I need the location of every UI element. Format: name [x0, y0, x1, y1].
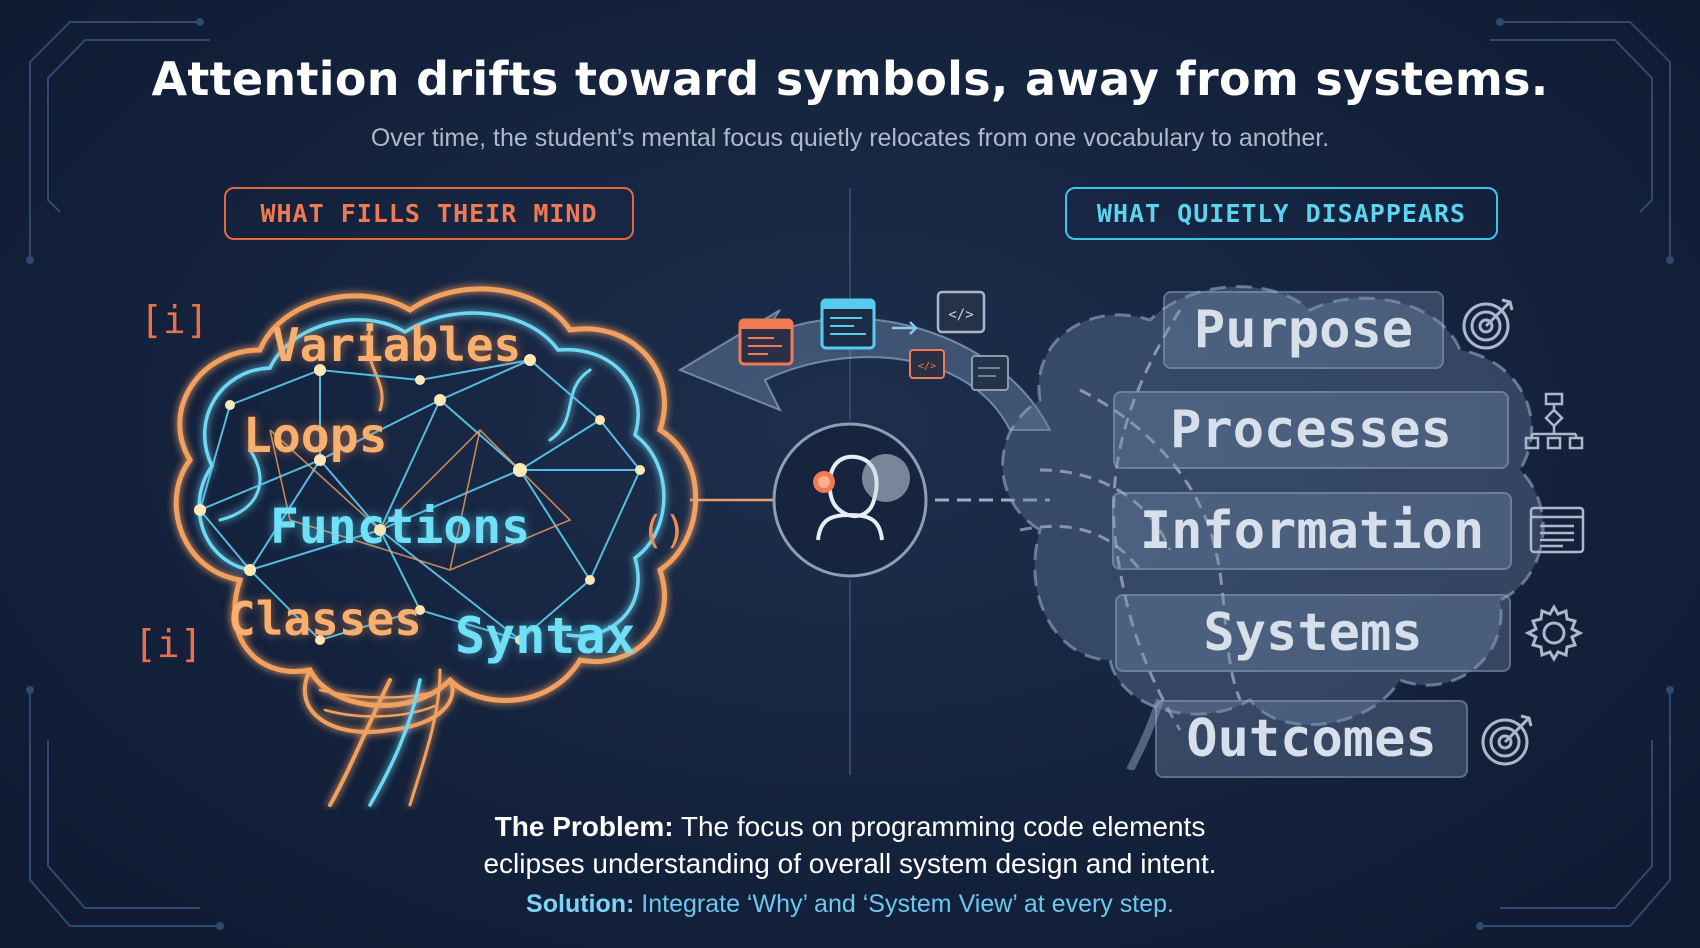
- concept-box-outcomes: Outcomes: [1155, 700, 1468, 778]
- left-word-classes: Classes: [228, 592, 422, 646]
- code-window-icon: [820, 298, 876, 350]
- solution-statement: Solution: Integrate ‘Why’ and ‘System Vi…: [0, 890, 1700, 919]
- left-word-loops: Loops: [243, 408, 388, 464]
- drift-arrow-illustration: </> </>: [677, 290, 1052, 431]
- code-tag-icon: </>: [909, 349, 945, 379]
- arrow-right-icon: [892, 321, 918, 335]
- document-window-icon: [1527, 500, 1587, 560]
- concept-box-processes: Processes: [1113, 391, 1509, 469]
- brain-network-illustration: [173, 286, 699, 807]
- bracket-i-symbol: [i]: [134, 622, 203, 666]
- svg-text:</>: </>: [948, 307, 973, 323]
- left-panel-label: WHAT FILLS THEIR MIND: [224, 187, 634, 240]
- student-head-icon: [772, 422, 928, 578]
- left-word-variables: Variables: [272, 318, 522, 372]
- flowchart-icon: [1524, 392, 1584, 452]
- svg-text:</>: </>: [918, 361, 936, 372]
- left-word-syntax: Syntax: [455, 607, 636, 665]
- problem-label: The Problem:: [494, 811, 674, 842]
- problem-text-line-2: eclipses understanding of overall system…: [483, 848, 1217, 879]
- connector-dashed-line: [935, 498, 1050, 502]
- connector-line: [690, 498, 775, 502]
- parentheses-symbol: (): [641, 508, 687, 552]
- problem-text-line-1: The focus on programming code elements: [673, 811, 1206, 842]
- right-panel-label: WHAT QUIETLY DISAPPEARS: [1065, 187, 1498, 240]
- code-tag-icon: </>: [936, 290, 986, 334]
- code-window-icon: [971, 355, 1009, 391]
- gear-icon: [1524, 603, 1584, 663]
- solution-text: Integrate ‘Why’ and ‘System View’ at eve…: [634, 890, 1174, 918]
- problem-statement: The Problem: The focus on programming co…: [0, 808, 1700, 882]
- code-window-icon: [738, 318, 794, 366]
- page-subtitle: Over time, the student’s mental focus qu…: [370, 124, 1330, 152]
- target-icon: [1458, 294, 1518, 354]
- bracket-i-symbol: [i]: [140, 298, 209, 342]
- target-icon: [1477, 710, 1537, 770]
- concept-box-information: Information: [1112, 492, 1512, 570]
- concept-box-systems: Systems: [1115, 594, 1511, 672]
- faded-brain-illustration: [1001, 285, 1545, 770]
- solution-label: Solution:: [526, 890, 635, 918]
- concept-box-purpose: Purpose: [1163, 291, 1444, 369]
- page-title: Attention drifts toward symbols, away fr…: [151, 52, 1549, 106]
- left-word-functions: Functions: [270, 499, 531, 555]
